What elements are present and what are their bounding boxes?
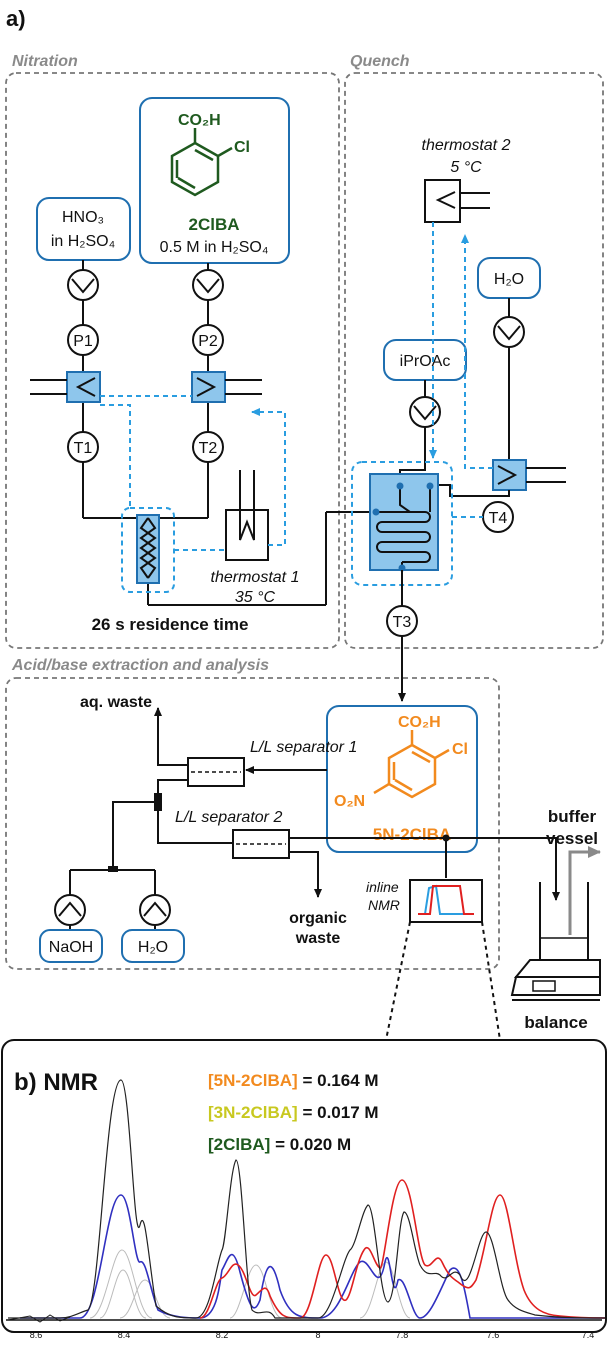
separator-2-label: L/L separator 2 [175,809,282,826]
cba-co2h-label: CO₂H [178,112,221,129]
heat-exchanger-icon [191,371,262,403]
product-name-label: 5N-2ClBA [373,825,451,844]
aq-waste-label: aq. waste [80,694,152,711]
result-species: [3N-2ClBA] [208,1103,298,1122]
water-label: H₂O [494,271,524,288]
organic-waste-label-2: waste [295,930,341,947]
heat-exchanger-icon [492,459,566,491]
inline-nmr-icon [409,879,483,923]
result-5n2clba: [5N-2ClBA] = 0.164 M [208,1071,379,1090]
nmr-label-2: NMR [368,897,400,913]
section-nitration-title: Nitration [12,53,78,70]
water2-label: H₂O [138,939,168,956]
result-3n2clba: [3N-2ClBA] = 0.017 M [208,1103,379,1122]
quench-section-box [344,72,604,649]
section-extraction-title: Acid/base extraction and analysis [11,657,269,674]
thermostat-1-icon [225,470,269,561]
ipro-label: iPrOAc [400,353,451,370]
p1-label: P1 [73,333,93,350]
separator-1-label: L/L separator 1 [250,739,357,756]
water2-reagent-box [121,929,185,963]
p2-label: P2 [198,333,218,350]
organic-waste-label-1: organic [289,910,347,927]
nmr-panel-frame [1,1039,607,1333]
result-value: = 0.020 M [270,1135,351,1154]
product-cl-label: Cl [452,741,468,758]
thermostat-2-icon [424,179,490,223]
static-mixer-icon [136,514,160,584]
product-co2h-label: CO₂H [398,714,441,731]
product-no2-label: O₂N [334,793,365,810]
t4-label: T4 [489,510,508,527]
pump-icon [493,316,525,348]
balance-label: balance [524,1013,587,1032]
heat-exchanger-icon [30,371,101,403]
thermostat-2-name: thermostat 2 [422,137,511,154]
buffer-vessel-icon [539,882,589,963]
separator-1-icon [187,757,245,787]
result-2clba: [2ClBA] = 0.020 M [208,1135,351,1154]
hno3-reagent-box [36,197,131,261]
buffer-vessel-label-2: vessel [546,829,598,848]
cba-structure [170,128,233,197]
separator-2-icon [232,829,290,859]
x-tick: 8.4 [118,1330,131,1340]
section-quench-title: Quench [350,53,410,70]
buffer-vessel-label-1: buffer [548,807,597,826]
hno3-label: HNO₃ [62,209,104,226]
naoh-label: NaOH [49,939,93,956]
panel-b-label: b) NMR [14,1069,98,1096]
cba-reagent-box [139,97,290,264]
thermostat-1-temp: 35 °C [235,589,276,606]
x-tick: 8.2 [216,1330,229,1340]
thermostat-1-name: thermostat 1 [211,569,300,586]
pump-icon [54,894,86,926]
t1-label: T1 [74,440,93,457]
pump-icon [139,894,171,926]
product-box [326,705,478,853]
residence-time-label: 26 s residence time [92,615,249,634]
t2-label: T2 [199,440,218,457]
result-species: [2ClBA] [208,1135,270,1154]
t3-label: T3 [393,614,412,631]
result-species: [5N-2ClBA] [208,1071,298,1090]
pressure-sensor-p2 [192,324,224,356]
temperature-sensor-t1 [67,431,99,463]
hno3-solvent-label: in H₂SO₄ [51,233,115,250]
pressure-sensor-p1 [67,324,99,356]
result-value: = 0.164 M [298,1071,379,1090]
panel-a-label: a) [6,6,26,31]
extraction-section-box [5,677,500,970]
nitration-section-box [5,72,340,649]
pump-icon [409,396,441,428]
nmr-x-tick-labels: 8.6 8.4 8.2 8 7.8 7.6 7.4 [30,1330,595,1340]
pump-icon [67,269,99,301]
cba-concentration-label: 0.5 M in H₂SO₄ [160,239,269,256]
result-value: = 0.017 M [298,1103,379,1122]
x-tick: 7.6 [487,1330,500,1340]
cba-cl-label: Cl [234,139,250,156]
coil-reactor-icon [369,473,439,572]
cba-name-label: 2ClBA [188,215,239,234]
temperature-sensor-t2 [192,431,224,463]
x-tick: 8 [315,1330,320,1340]
x-tick: 7.4 [582,1330,595,1340]
x-tick: 7.8 [396,1330,409,1340]
nmr-label-1: inline [366,879,399,895]
nmr-spectrum [7,1079,606,1323]
naoh-reagent-box [39,929,103,963]
product-structure [373,730,450,799]
balance-icon [510,959,601,1001]
thermostat-2-temp: 5 °C [450,159,482,176]
pump-icon [192,269,224,301]
x-tick: 8.6 [30,1330,43,1340]
